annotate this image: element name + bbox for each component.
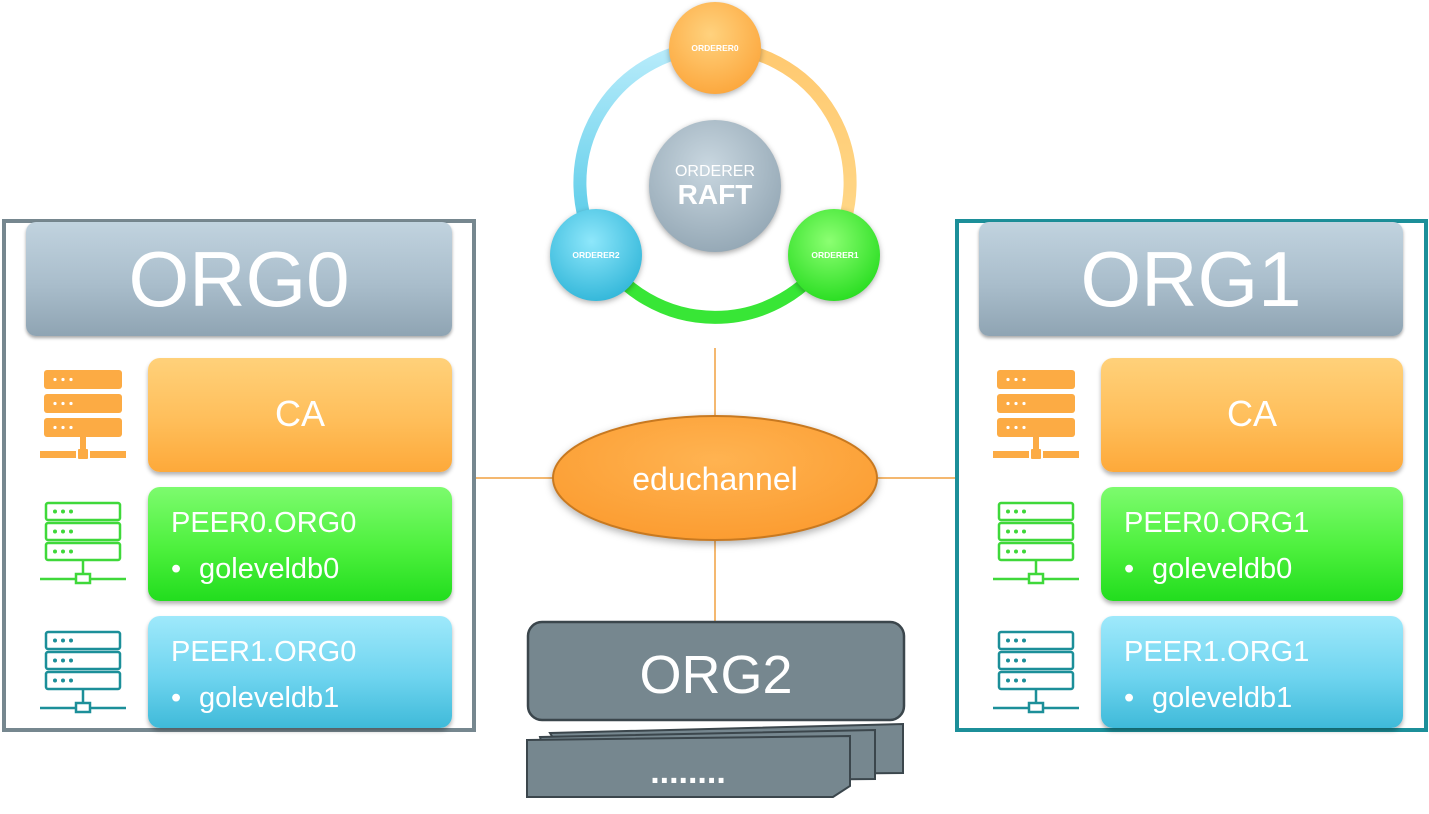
orderer-node-2-label: ORDERER2 [572,250,620,260]
connection-lines [476,348,955,622]
orderer-node-1-label: ORDERER1 [811,250,859,260]
server-stack-icon [993,370,1079,459]
org0-title: ORG0 [26,222,452,336]
org0-peer0-db-label: goleveldb0 [199,553,340,585]
orderer-raft-line2: RAFT [678,179,753,210]
channel-label: educhannel [632,461,797,497]
org2-more-label: ........ [650,753,726,791]
orderer-node-2: ORDERER2 [550,209,642,301]
org0-peer0-box: PEER0.ORG0 • goleveldb0 [148,487,452,601]
org1-peer1-name: PEER1.ORG1 [1124,636,1310,668]
org1-peer1-db: • goleveldb1 [1124,682,1292,715]
bullet: • [1124,553,1135,585]
org2-group: ........ ORG2 [526,620,906,798]
server-stack-icon [993,630,1079,714]
org1-ca-label: CA [1226,393,1277,434]
orderer-raft-node: ORDERER RAFT [649,120,781,252]
org0-peer0-db: • goleveldb0 [171,553,339,586]
org1-title: ORG1 [979,222,1403,336]
org1-frame [955,219,1428,732]
org2-title: ORG2 [639,645,792,705]
bullet: • [171,682,182,714]
org1-ca-box: CA [1101,358,1403,472]
orderer-node-0: ORDERER0 [669,2,761,94]
channel-node: educhannel [552,415,878,541]
org1-peer1-db-label: goleveldb1 [1152,682,1293,714]
server-stack-icon [40,630,126,714]
org0-ca-box: CA [148,358,452,472]
org1-peer0-db: • goleveldb0 [1124,553,1292,586]
bullet: • [171,553,182,585]
org0-peer1-box: PEER1.ORG0 • goleveldb1 [148,616,452,728]
server-stack-icon [40,370,126,459]
server-stack-icon [40,501,126,585]
orderer-raft-line1: ORDERER [675,163,755,180]
bullet: • [1124,682,1135,714]
orderer-node-1: ORDERER1 [788,209,880,301]
org1-peer0-db-label: goleveldb0 [1152,553,1293,585]
org2-front-card [526,734,851,798]
org0-frame [2,219,476,732]
org0-peer1-name: PEER1.ORG0 [171,636,357,668]
orderer-node-0-label: ORDERER0 [691,43,739,53]
org0-peer1-db: • goleveldb1 [171,682,339,715]
org0-peer0-name: PEER0.ORG0 [171,507,357,539]
org1-peer0-name: PEER0.ORG1 [1124,507,1310,539]
server-stack-icon [993,501,1079,585]
org0-peer1-db-label: goleveldb1 [199,682,340,714]
org1-peer1-box: PEER1.ORG1 • goleveldb1 [1101,616,1403,728]
org0-ca-label: CA [274,393,325,434]
org1-peer0-box: PEER0.ORG1 • goleveldb0 [1101,487,1403,601]
org2-title-box [526,620,906,722]
